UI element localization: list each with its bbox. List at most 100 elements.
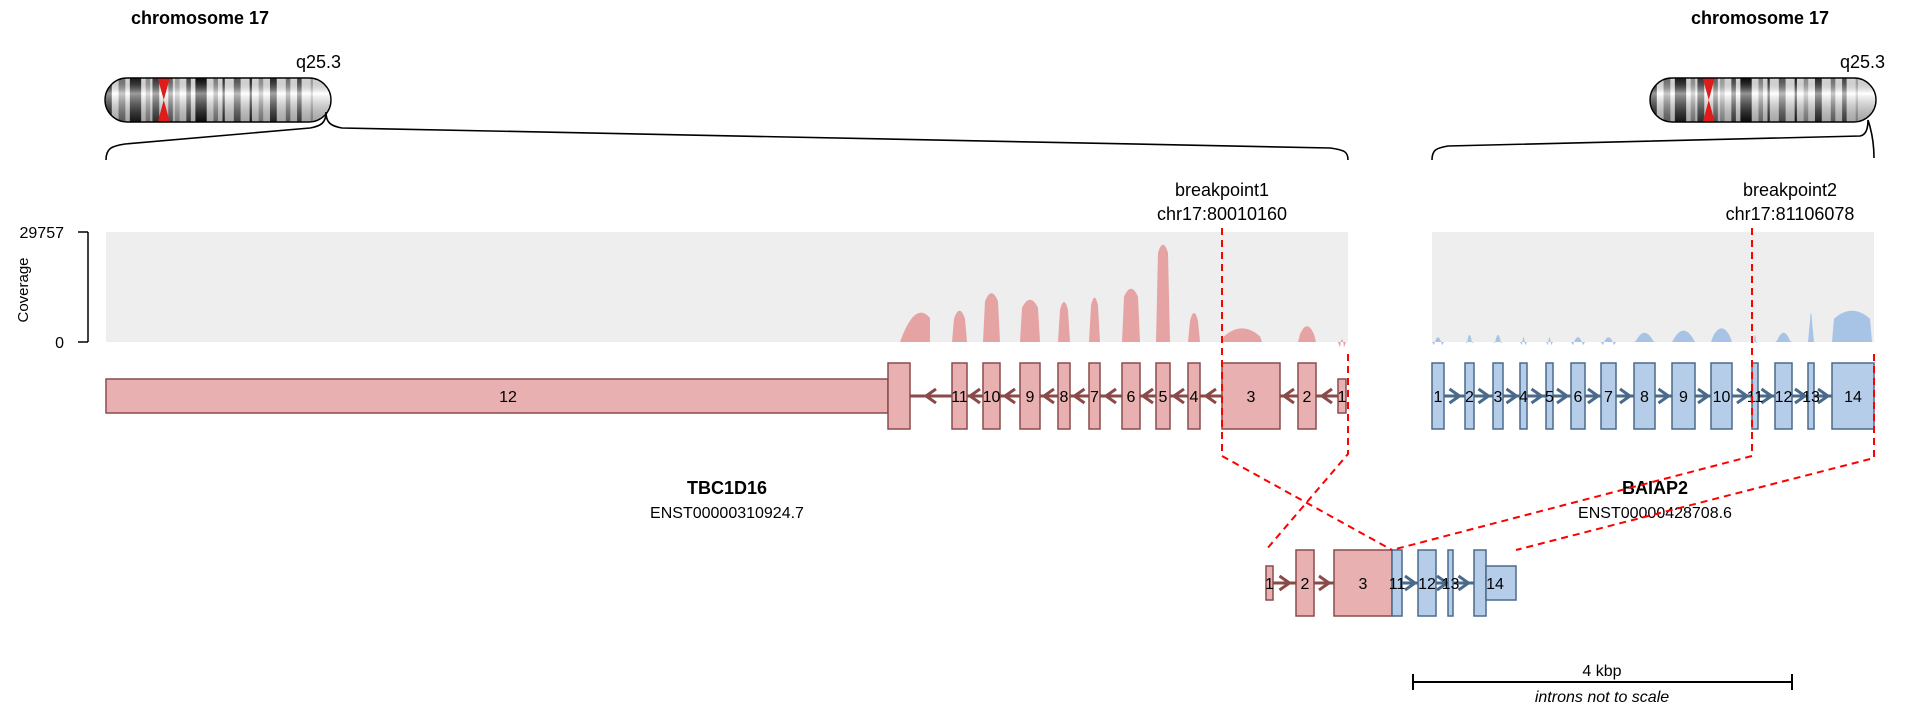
- coverage-panel-baiap2: [1432, 232, 1874, 342]
- intron-arrow: [1071, 387, 1086, 405]
- exon-label: 10: [983, 389, 1001, 406]
- fusion-exon-label: 14: [1486, 576, 1504, 593]
- exon-label: 3: [1247, 389, 1256, 406]
- exon-tbc1d16-11: 11: [951, 362, 968, 430]
- exon-tbc1d16-6: 6: [1121, 362, 1141, 430]
- breakpoint1-gene-end-line: [1265, 354, 1349, 551]
- exon-baiap2-9: 9: [1671, 362, 1696, 430]
- breakpoint1-position: chr17:80010160: [1157, 204, 1287, 224]
- exon-tbc1d16-7: 7: [1088, 362, 1101, 430]
- breakpoint2-position: chr17:81106078: [1726, 204, 1855, 224]
- breakpoint-lines: [1221, 228, 1875, 551]
- exon-label: 13: [1802, 389, 1820, 406]
- coverage-peak: [1089, 297, 1100, 342]
- chromosome-left-ideogram: [104, 77, 332, 123]
- exon-baiap2-10: 10: [1710, 362, 1733, 430]
- exon-tbc1d16-8: 8: [1057, 362, 1071, 430]
- exon-label: 1: [1434, 389, 1443, 406]
- intron-arrow: [1657, 387, 1672, 405]
- intron-arrow: [923, 387, 937, 405]
- exon-label: 12: [1775, 389, 1793, 406]
- coverage-peak: [900, 312, 930, 342]
- intron-arrow: [1794, 387, 1808, 405]
- intron-arrow: [1171, 387, 1185, 405]
- intron-arrow: [1318, 574, 1332, 592]
- coverage-peak: [1634, 332, 1655, 342]
- chromosome-right-ideogram: [1649, 77, 1877, 123]
- exon-label: 8: [1640, 389, 1649, 406]
- exon-baiap2-2: 2: [1464, 362, 1475, 430]
- intron-arrow: [1457, 574, 1472, 592]
- fusion-exon-label: 11: [1389, 576, 1406, 593]
- exon-label: 4: [1519, 389, 1528, 406]
- exon-baiap2-14: 14: [1831, 362, 1875, 430]
- fusion-exon-14: 14: [1473, 549, 1517, 617]
- coverage-peak: [1775, 332, 1792, 342]
- breakpoint2-line: [1391, 228, 1753, 551]
- exon-tbc1d16-3: 3: [1221, 362, 1281, 430]
- coverage-peak: [1058, 302, 1070, 342]
- intron-arrow: [1319, 387, 1333, 405]
- intron-arrow: [1736, 387, 1750, 405]
- coverage-panel-tbc1d16: [106, 232, 1348, 342]
- coverage-peak: [1808, 313, 1814, 342]
- exon-label: 1: [1338, 389, 1347, 406]
- chromosome-right-title: chromosome 17: [1691, 8, 1829, 28]
- intron-arrow: [1760, 387, 1775, 405]
- intron-arrow: [1619, 387, 1633, 405]
- exon-baiap2-7: 7: [1600, 362, 1617, 430]
- intron-arrow: [1448, 387, 1463, 405]
- coverage-peak: [1493, 335, 1503, 343]
- breakpoint2-label: breakpoint2: [1743, 180, 1837, 200]
- exon-baiap2-1: 1: [1431, 362, 1445, 430]
- exon-label: 5: [1545, 389, 1554, 406]
- exon-tbc1d16-4: 4: [1187, 362, 1201, 430]
- coverage-peak: [1465, 335, 1474, 343]
- exon-label: 3: [1494, 389, 1503, 406]
- zoom-bracket-right: [1431, 119, 1875, 161]
- exon-label: 2: [1303, 389, 1312, 406]
- coverage-max-label: 29757: [20, 225, 65, 242]
- coverage-peak: [1832, 310, 1872, 342]
- intron-arrow: [1556, 387, 1570, 405]
- exon-tbc1d16-1: 1: [1337, 378, 1347, 414]
- breakpoint2-gene-end-line: [1515, 354, 1875, 551]
- fusion-exon-label: 3: [1359, 576, 1368, 593]
- exon-baiap2-13: 13: [1802, 362, 1820, 430]
- intron-arrow: [1404, 574, 1418, 592]
- exon-baiap2-11: 11: [1747, 362, 1763, 430]
- coverage-peak: [1546, 337, 1553, 346]
- exon-baiap2-12: 12: [1774, 362, 1793, 430]
- intron-arrow: [1278, 574, 1293, 592]
- intron-arrow: [1530, 387, 1545, 405]
- chromosome-right-band: q25.3: [1840, 52, 1885, 72]
- intron-arrow: [1041, 387, 1055, 405]
- coverage-peak: [1672, 330, 1695, 342]
- centromere: [1702, 78, 1715, 122]
- fusion-exon-12: 12: [1417, 549, 1437, 617]
- intron-arrow: [1140, 387, 1154, 405]
- fusion-exon-2: 2: [1295, 549, 1315, 617]
- exon-label: 7: [1090, 389, 1099, 406]
- intron-arrow: [1817, 387, 1831, 405]
- scale-note: introns not to scale: [1535, 689, 1669, 706]
- fusion-exon-11: 11: [1389, 549, 1406, 617]
- coverage-peak: [1338, 339, 1346, 348]
- coverage-peaks-baiap2: [1432, 310, 1872, 346]
- exon-tbc1d16-2: 2: [1297, 362, 1317, 430]
- exon-baiap2-5: 5: [1545, 362, 1554, 430]
- intron-arrow: [1002, 387, 1016, 405]
- exon-label: 11: [951, 389, 968, 406]
- exon-baiap2-3: 3: [1492, 362, 1504, 430]
- exon-tbc1d16-5: 5: [1155, 362, 1171, 430]
- exon-baiap2-6: 6: [1570, 362, 1586, 430]
- coverage-peak: [1222, 328, 1262, 342]
- coverage-min-label: 0: [55, 335, 64, 352]
- centromere: [157, 78, 170, 122]
- exon-label: 6: [1574, 389, 1583, 406]
- zoom-bracket-left: [105, 111, 1349, 161]
- coverage-peak: [952, 310, 967, 342]
- gene2-name: BAIAP2: [1622, 478, 1688, 498]
